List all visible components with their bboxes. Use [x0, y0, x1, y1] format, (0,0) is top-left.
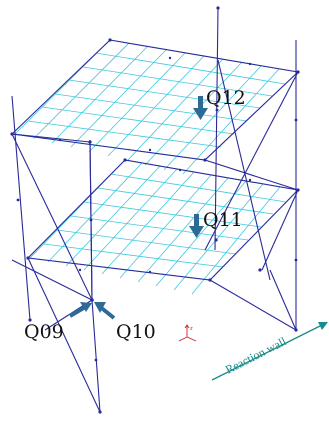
label-q12: Q12 — [206, 87, 246, 109]
load-arrow-q10 — [94, 302, 116, 320]
load-arrow-q09 — [68, 302, 92, 318]
frame-nodes — [10, 6, 300, 414]
floor-frame — [11, 39, 299, 281]
label-q10: Q10 — [116, 321, 156, 343]
label-q09: Q09 — [24, 321, 64, 343]
load-arrow-q12 — [193, 96, 208, 120]
label-q11: Q11 — [203, 209, 243, 231]
axis-triad-icon: z — [178, 324, 197, 342]
reaction-wall-label: Reaction wall — [223, 334, 289, 377]
svg-text:z: z — [190, 326, 193, 332]
load-arrow-q11 — [189, 214, 204, 238]
reaction-wall-arrow — [211, 322, 328, 381]
